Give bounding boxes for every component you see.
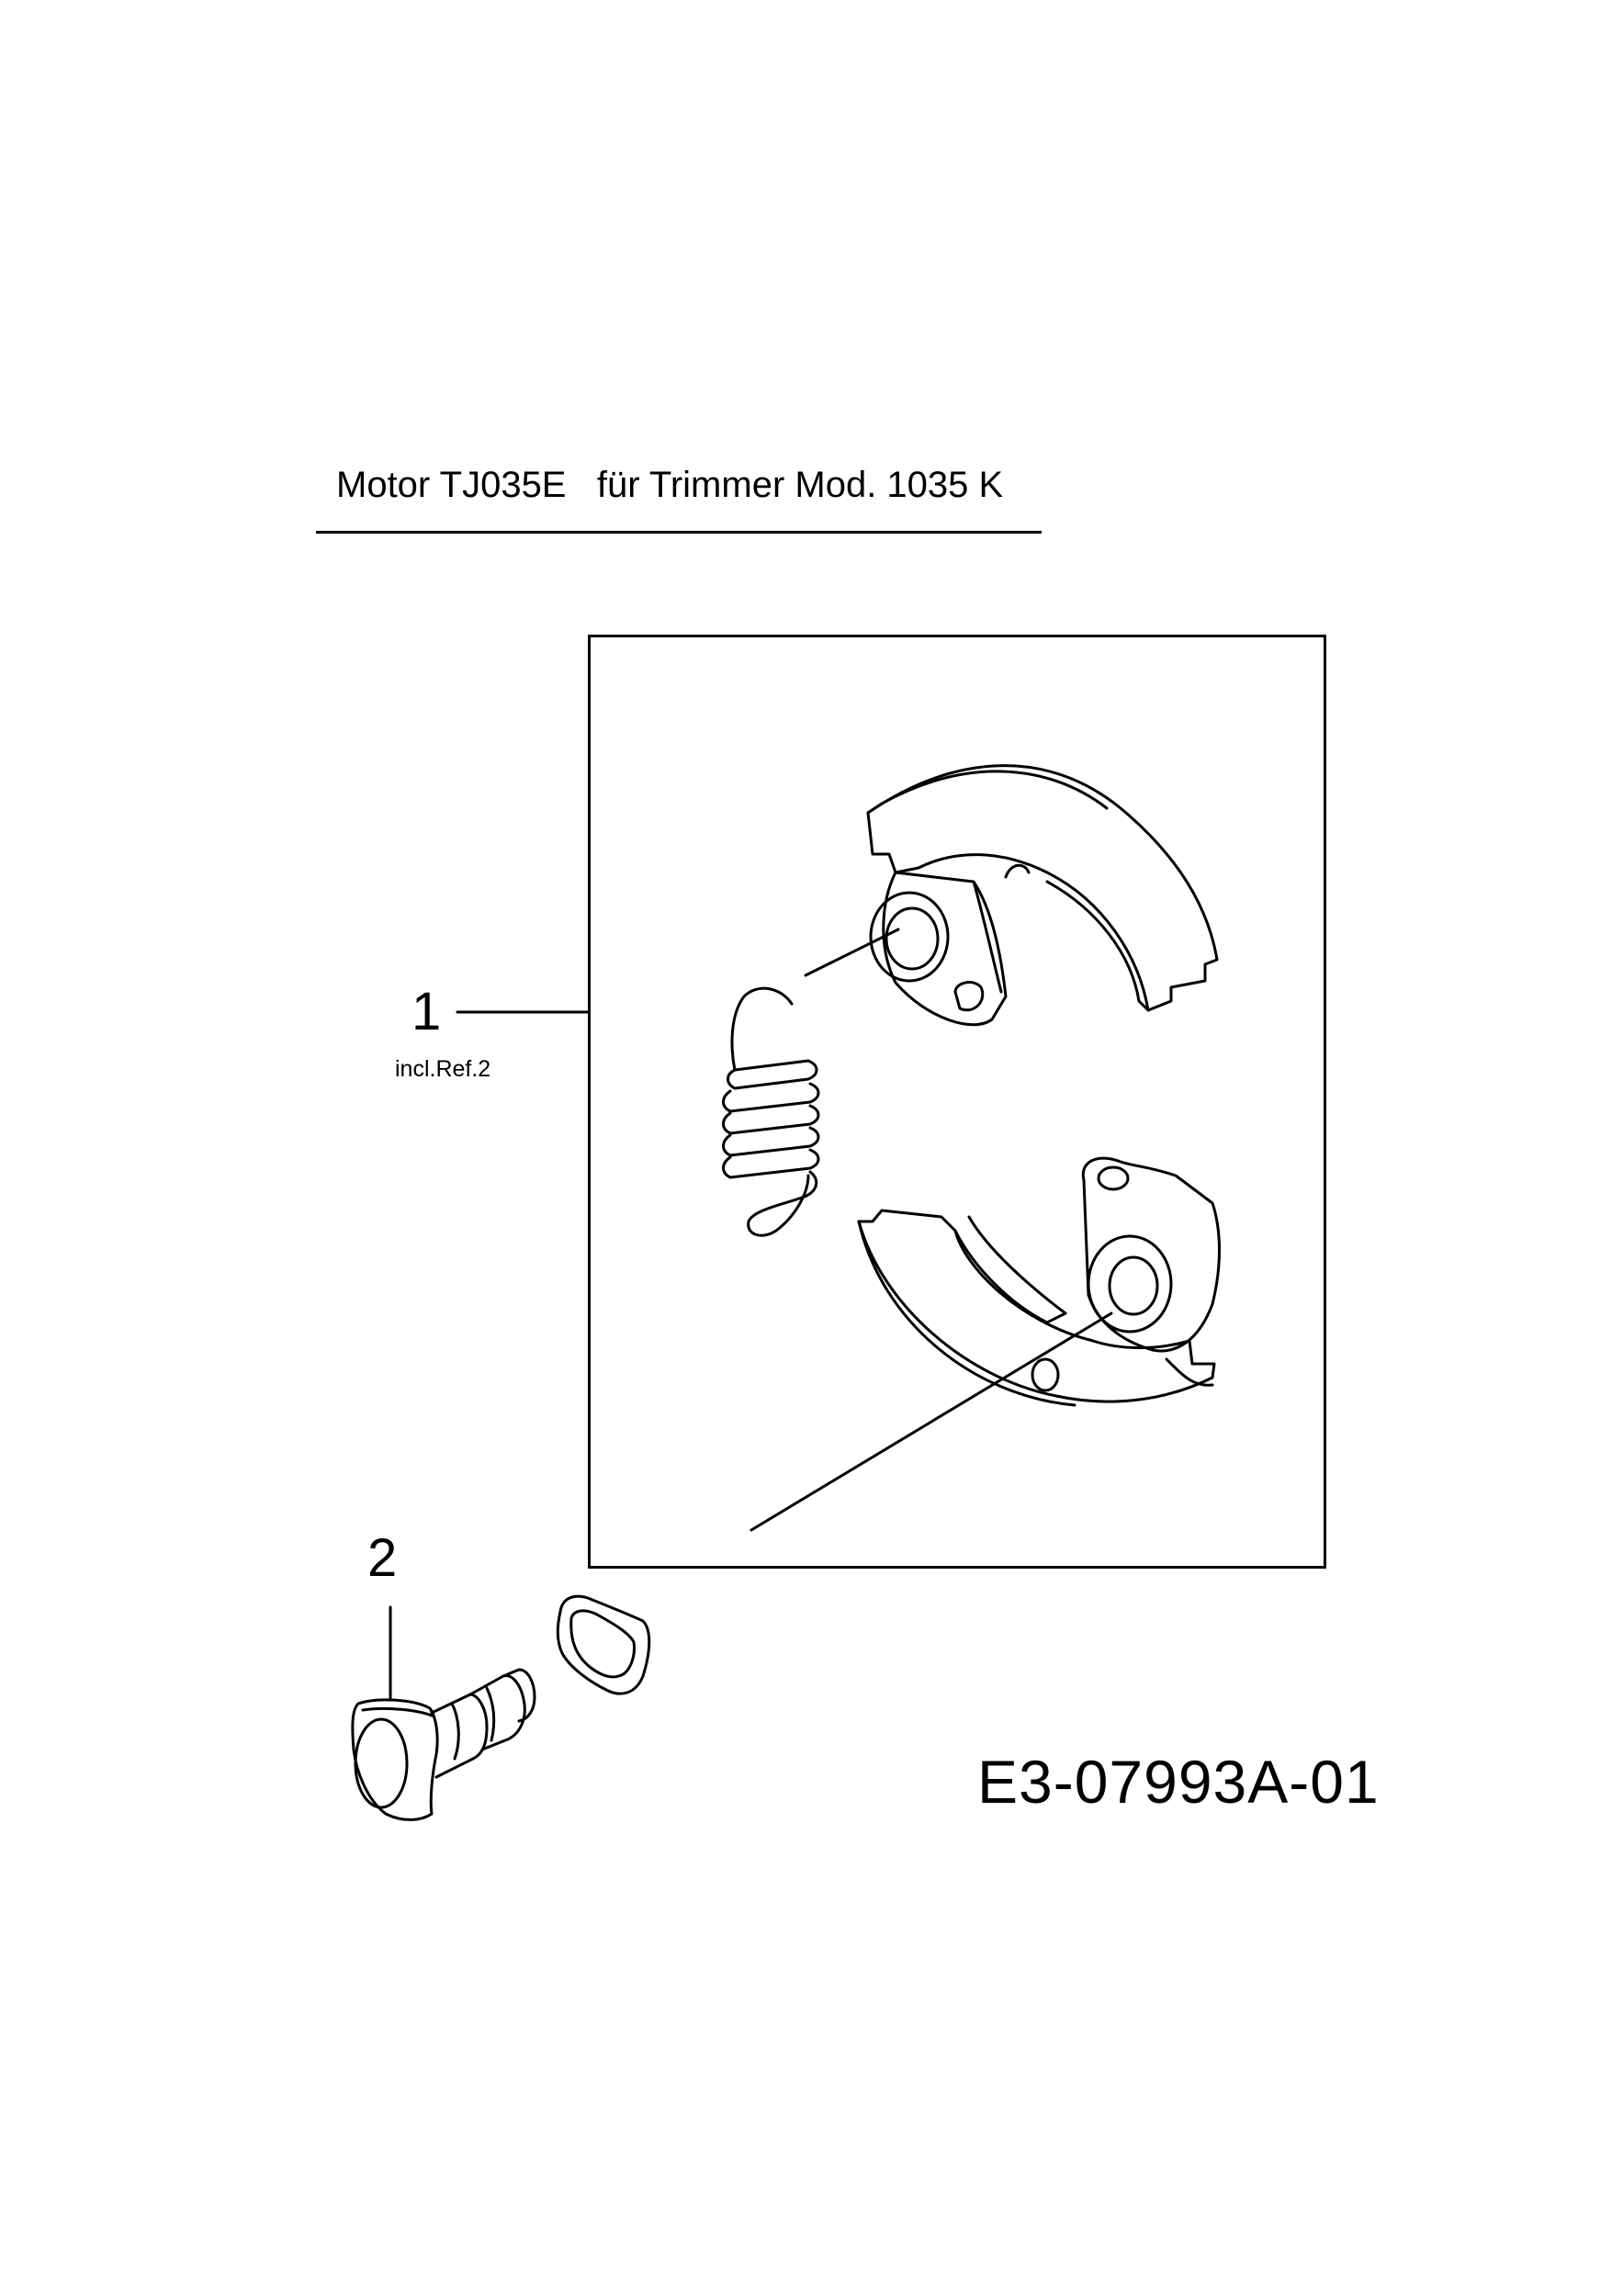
diagram-title: Motor TJ035E für Trimmer Mod. 1035 K [336,465,1004,505]
shoe-2-leader [750,1311,1113,1532]
clutch-spring-icon [722,986,820,1237]
washer-icon [556,1594,651,1695]
assembly-frame [588,635,1326,1569]
shoe-1-leader [804,928,900,977]
shoulder-bolt-icon [351,1668,536,1821]
clutch-shoe-icon [857,1156,1221,1407]
callout-2-number: 2 [367,1528,398,1588]
callout-1-number: 1 [411,982,442,1041]
clutch-shoe-icon [866,764,1219,1027]
callout-1-note: incl.Ref.2 [395,1056,491,1082]
drawing-id: E3-07993A-01 [977,1748,1380,1816]
title-underline [316,531,1042,534]
